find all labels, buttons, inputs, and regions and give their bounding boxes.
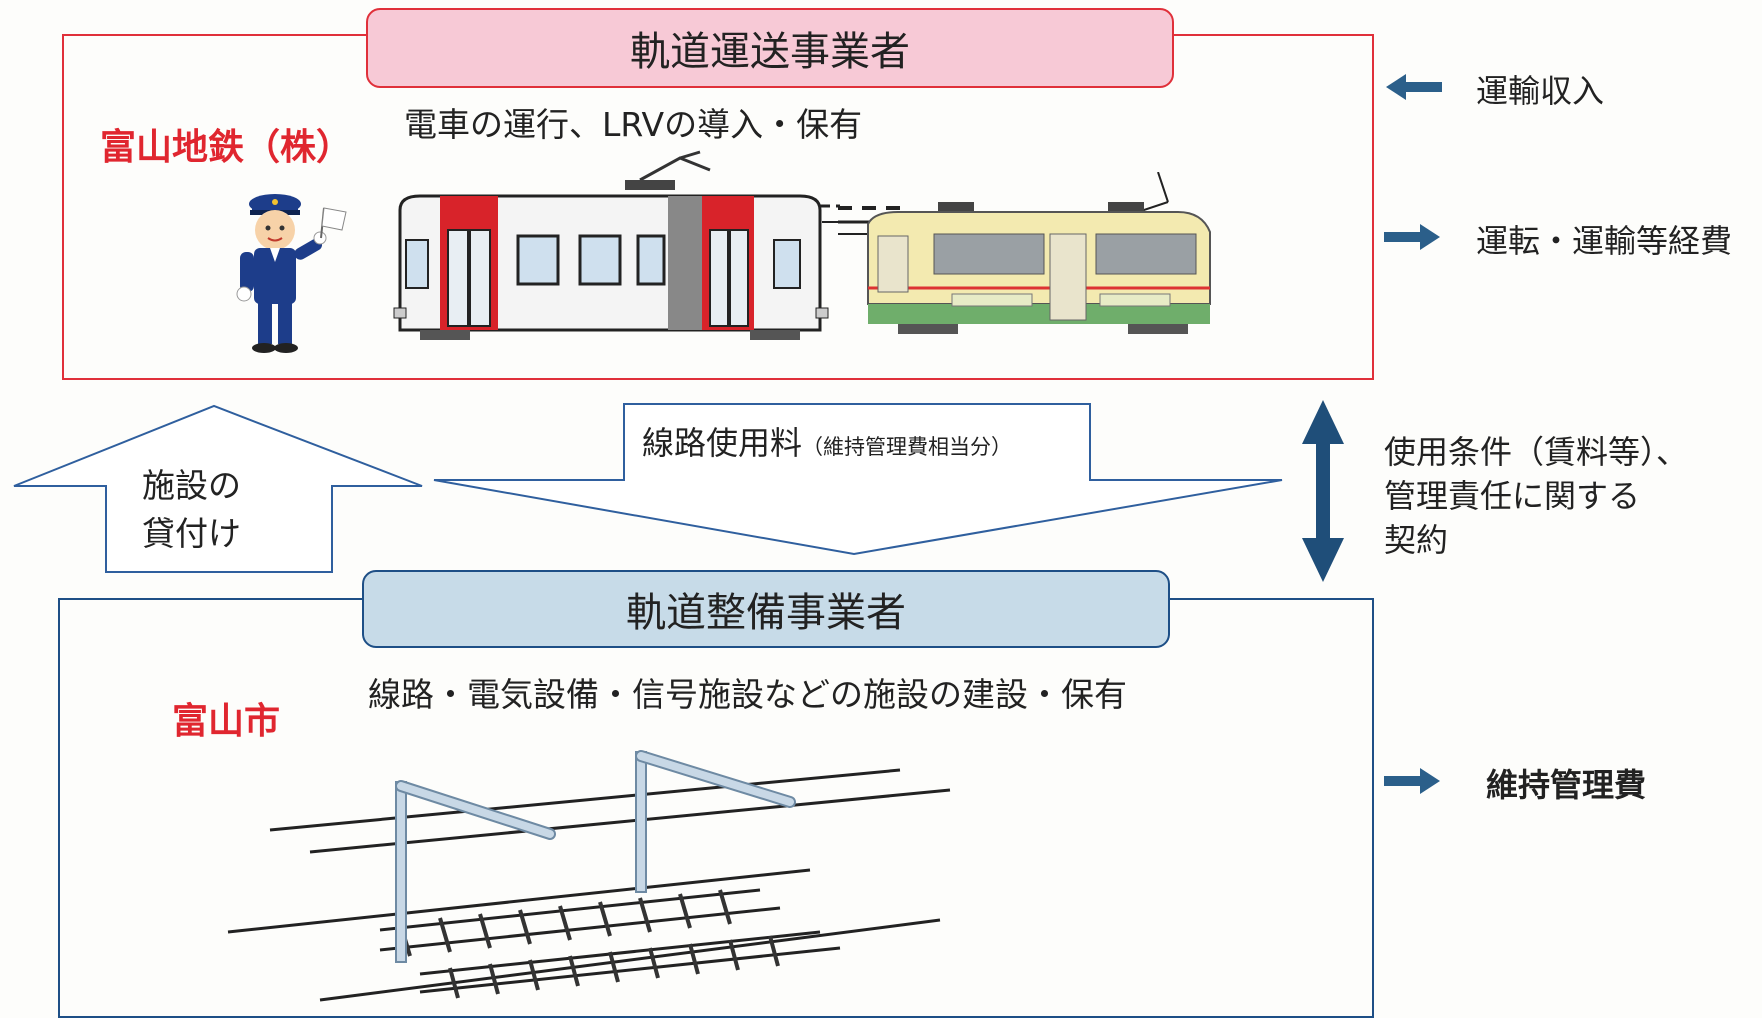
contract-line1: 使用条件（賃料等）、 <box>1384 433 1689 471</box>
facility-lending-line1: 施設の <box>142 466 241 505</box>
infrastructure-description: 線路・電気設備・信号施設などの施設の建設・保有 <box>368 675 1127 714</box>
operating-cost-arrow-right <box>1384 224 1440 250</box>
track-usage-fee-arrow <box>433 403 1283 556</box>
operator-description: 電車の運行、LRVの導入・保有 <box>404 105 863 144</box>
maintenance-cost-arrow-right <box>1384 768 1440 794</box>
contract-double-arrow <box>1302 400 1344 582</box>
tram-illustration <box>838 172 1211 334</box>
track-usage-fee-sub: （維持管理費相当分） <box>802 435 1013 459</box>
conductor-illustration <box>236 194 347 353</box>
track-usage-fee-main: 線路使用料 <box>642 424 803 462</box>
infrastructure-owner-name: 富山市 <box>172 701 281 742</box>
facility-lending-line2: 貸付け <box>142 514 241 553</box>
facility-lending-label: 施設の 貸付け <box>142 462 241 558</box>
contract-label: 使用条件（賃料等）、 管理責任に関する 契約 <box>1384 430 1688 562</box>
operator-company-name: 富山地鉄（株） <box>100 127 353 168</box>
revenue-label: 運輸収入 <box>1476 72 1605 110</box>
maintenance-cost-label: 維持管理費 <box>1486 766 1647 804</box>
lrv-illustration <box>393 150 840 340</box>
infrastructure-header: 軌道整備事業者 <box>362 570 1170 648</box>
track-illustration <box>227 750 951 1002</box>
contract-line2: 管理責任に関する <box>1384 477 1641 515</box>
facility-lending-arrow <box>13 404 423 573</box>
revenue-arrow-left <box>1386 74 1442 100</box>
track-usage-fee-label: 線路使用料（維持管理費相当分） <box>642 418 1012 464</box>
operating-cost-label: 運転・運輸等経費 <box>1476 222 1733 260</box>
contract-line3: 契約 <box>1384 521 1449 559</box>
operator-header: 軌道運送事業者 <box>366 8 1174 88</box>
